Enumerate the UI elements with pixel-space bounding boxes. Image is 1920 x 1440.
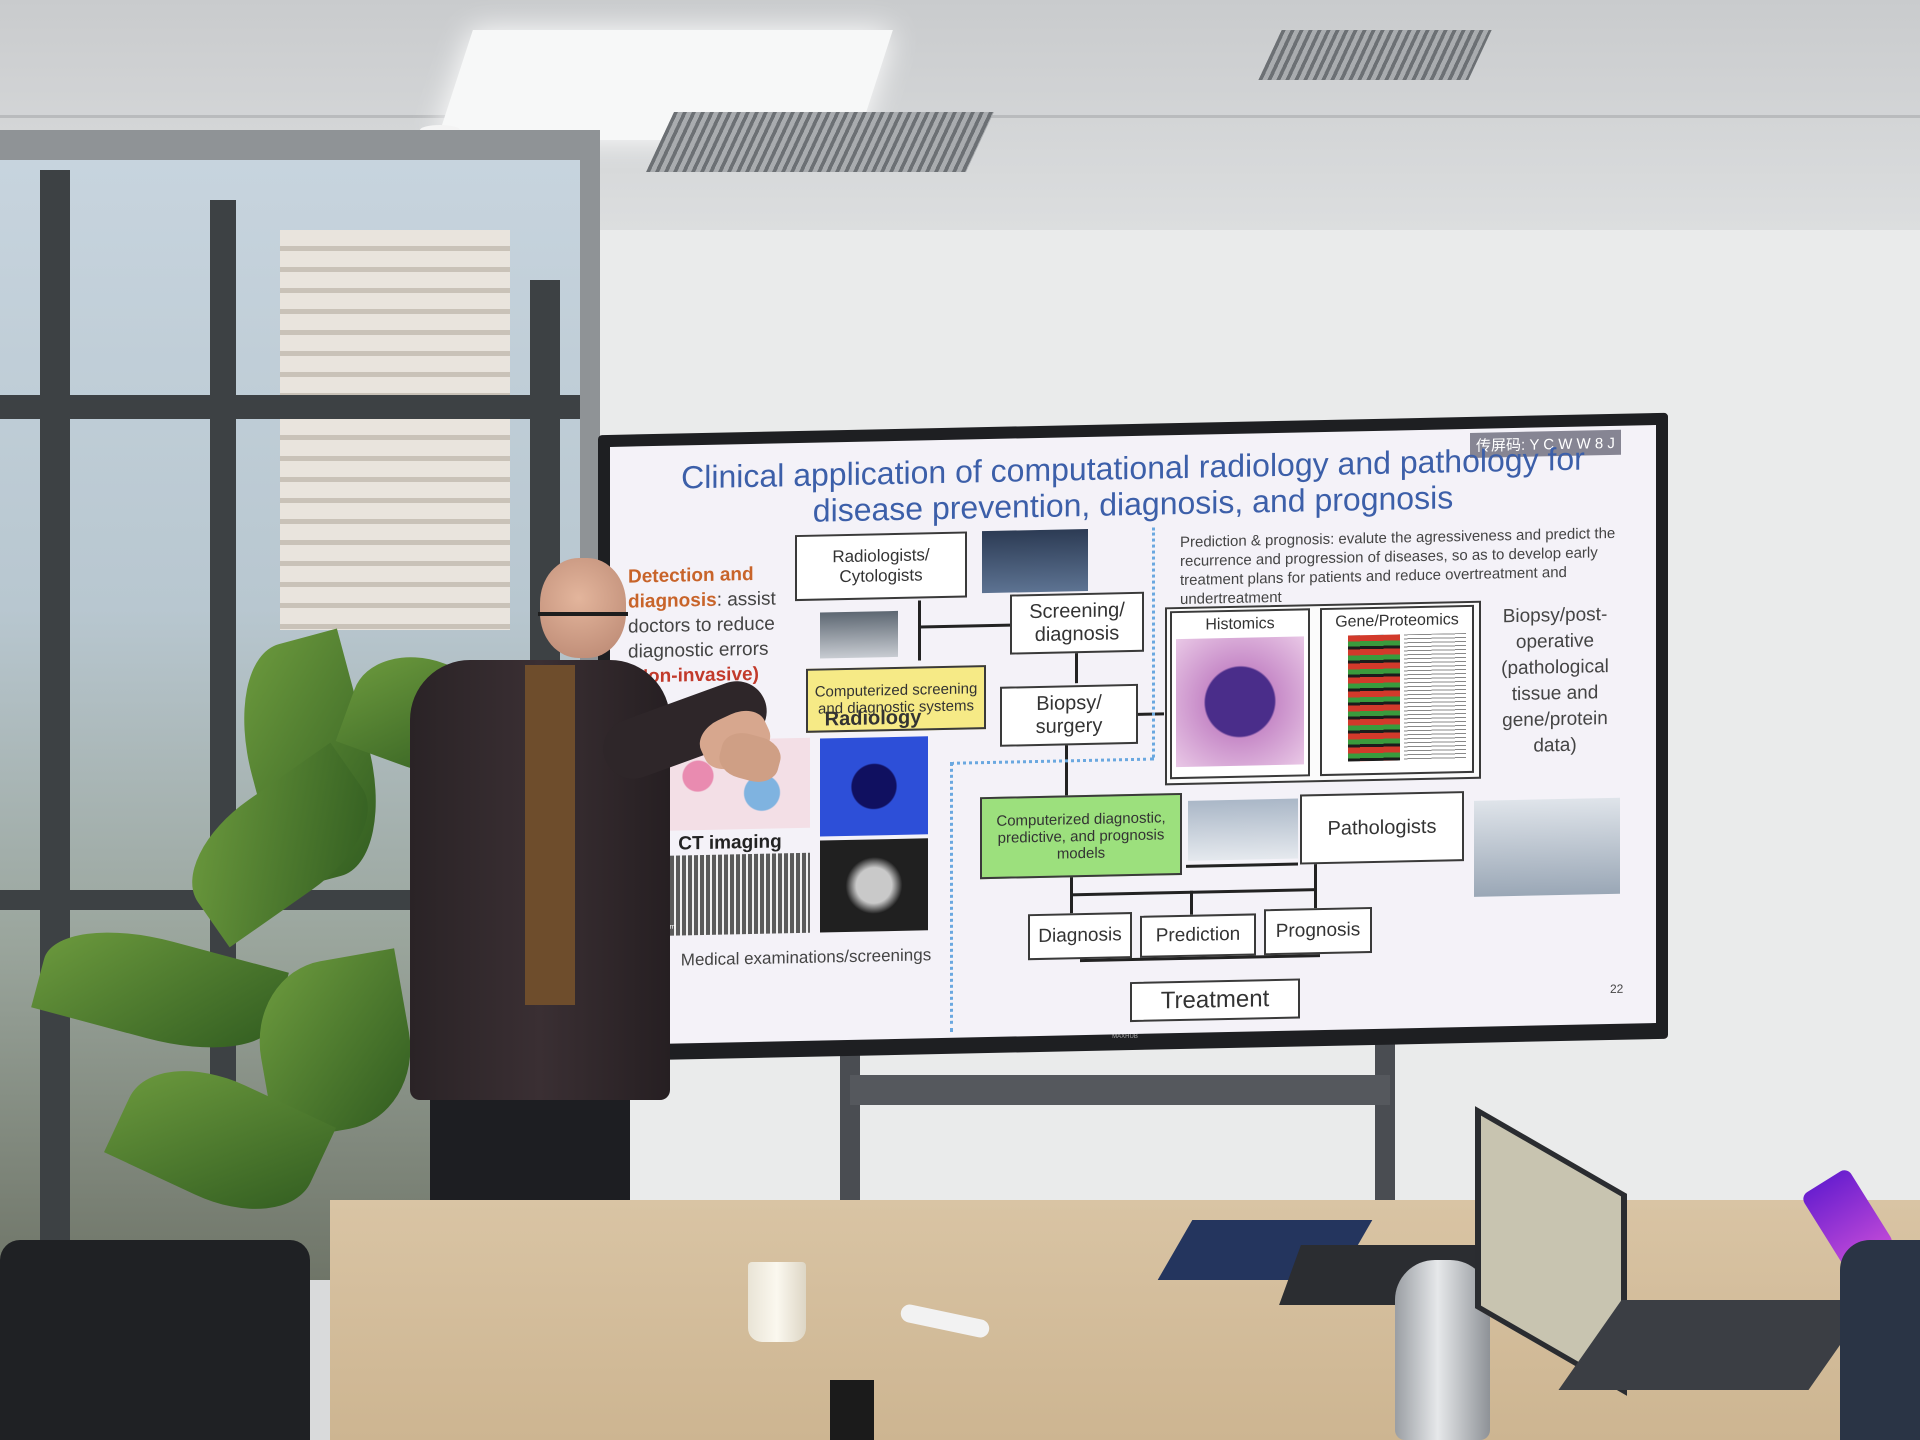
ceiling-vent-right bbox=[1258, 30, 1492, 80]
detection-heading-a: Detection and bbox=[628, 563, 754, 588]
window-transom bbox=[0, 395, 580, 419]
arrow-horizontal bbox=[1138, 712, 1164, 716]
charger bbox=[830, 1380, 874, 1440]
detection-text: Detection and diagnosis: assist doctors … bbox=[628, 561, 808, 690]
arrow-vertical bbox=[1190, 890, 1193, 915]
prediction-box: Prediction bbox=[1140, 913, 1256, 958]
arrow-horizontal bbox=[920, 623, 1010, 629]
arrow-vertical bbox=[1065, 745, 1068, 796]
window-blind bbox=[280, 230, 510, 630]
gene-heatmap-image bbox=[1348, 634, 1400, 762]
histomics-label: Histomics bbox=[1205, 615, 1275, 634]
tv-brand: MAXHUB bbox=[1112, 1034, 1138, 1040]
arrow-vertical bbox=[918, 600, 921, 661]
prognosis-description: Prediction & prognosis: evalute the agre… bbox=[1180, 524, 1616, 609]
gene-proteomics-label: Gene/Proteomics bbox=[1335, 611, 1459, 631]
office-chair bbox=[0, 1240, 310, 1440]
arrow-horizontal bbox=[1186, 862, 1298, 868]
arrow-vertical bbox=[1075, 653, 1078, 684]
attendee-arm bbox=[1840, 1240, 1920, 1440]
radiology-label: Radiology bbox=[824, 705, 922, 730]
tv-stand-shelf bbox=[850, 1075, 1390, 1105]
radiology-image bbox=[820, 736, 928, 837]
arrow-vertical bbox=[1314, 864, 1317, 909]
pathologists-microscope-image bbox=[1188, 798, 1298, 861]
lab-scientists-image bbox=[1474, 797, 1620, 897]
radiology-workstation-image bbox=[982, 528, 1088, 594]
paper-cup bbox=[748, 1262, 806, 1342]
gene-list-image bbox=[1404, 633, 1466, 761]
thermos-kettle bbox=[1395, 1260, 1490, 1440]
presenter-sweater bbox=[525, 665, 575, 1005]
diagnosis-box: Diagnosis bbox=[1028, 912, 1132, 961]
dotted-divider bbox=[950, 757, 1154, 765]
window-frame-2 bbox=[210, 200, 236, 1100]
prognosis-box: Prognosis bbox=[1264, 906, 1372, 956]
window-frame bbox=[40, 170, 70, 1250]
radiologists-box: Radiologists/ Cytologists bbox=[795, 531, 967, 602]
slide-page-number: 22 bbox=[1610, 981, 1624, 997]
screening-diagnosis-box: Screening/ diagnosis bbox=[1010, 591, 1144, 655]
presenter-head bbox=[540, 558, 626, 658]
ceiling-vent bbox=[646, 112, 994, 172]
presenter-glasses bbox=[538, 612, 628, 638]
biopsy-postoperative-text: Biopsy/post-operative (pathological tiss… bbox=[1501, 604, 1609, 757]
arrow-horizontal bbox=[1070, 888, 1316, 897]
treatment-box: Treatment bbox=[1130, 978, 1300, 1023]
biopsy-surgery-box: Biopsy/ surgery bbox=[1000, 683, 1138, 747]
histology-image bbox=[1176, 636, 1304, 768]
dotted-divider bbox=[950, 761, 953, 1032]
dotted-divider bbox=[1152, 527, 1155, 758]
medical-examinations-label: Medical examinations/screenings bbox=[680, 945, 932, 970]
detection-heading-b: diagnosis bbox=[628, 589, 717, 613]
computerized-models-box: Computerized diagnostic, predictive, and… bbox=[980, 792, 1182, 880]
handshake-image bbox=[820, 610, 898, 659]
ct-scan-image bbox=[820, 838, 928, 933]
pathologists-box: Pathologists bbox=[1300, 791, 1464, 865]
